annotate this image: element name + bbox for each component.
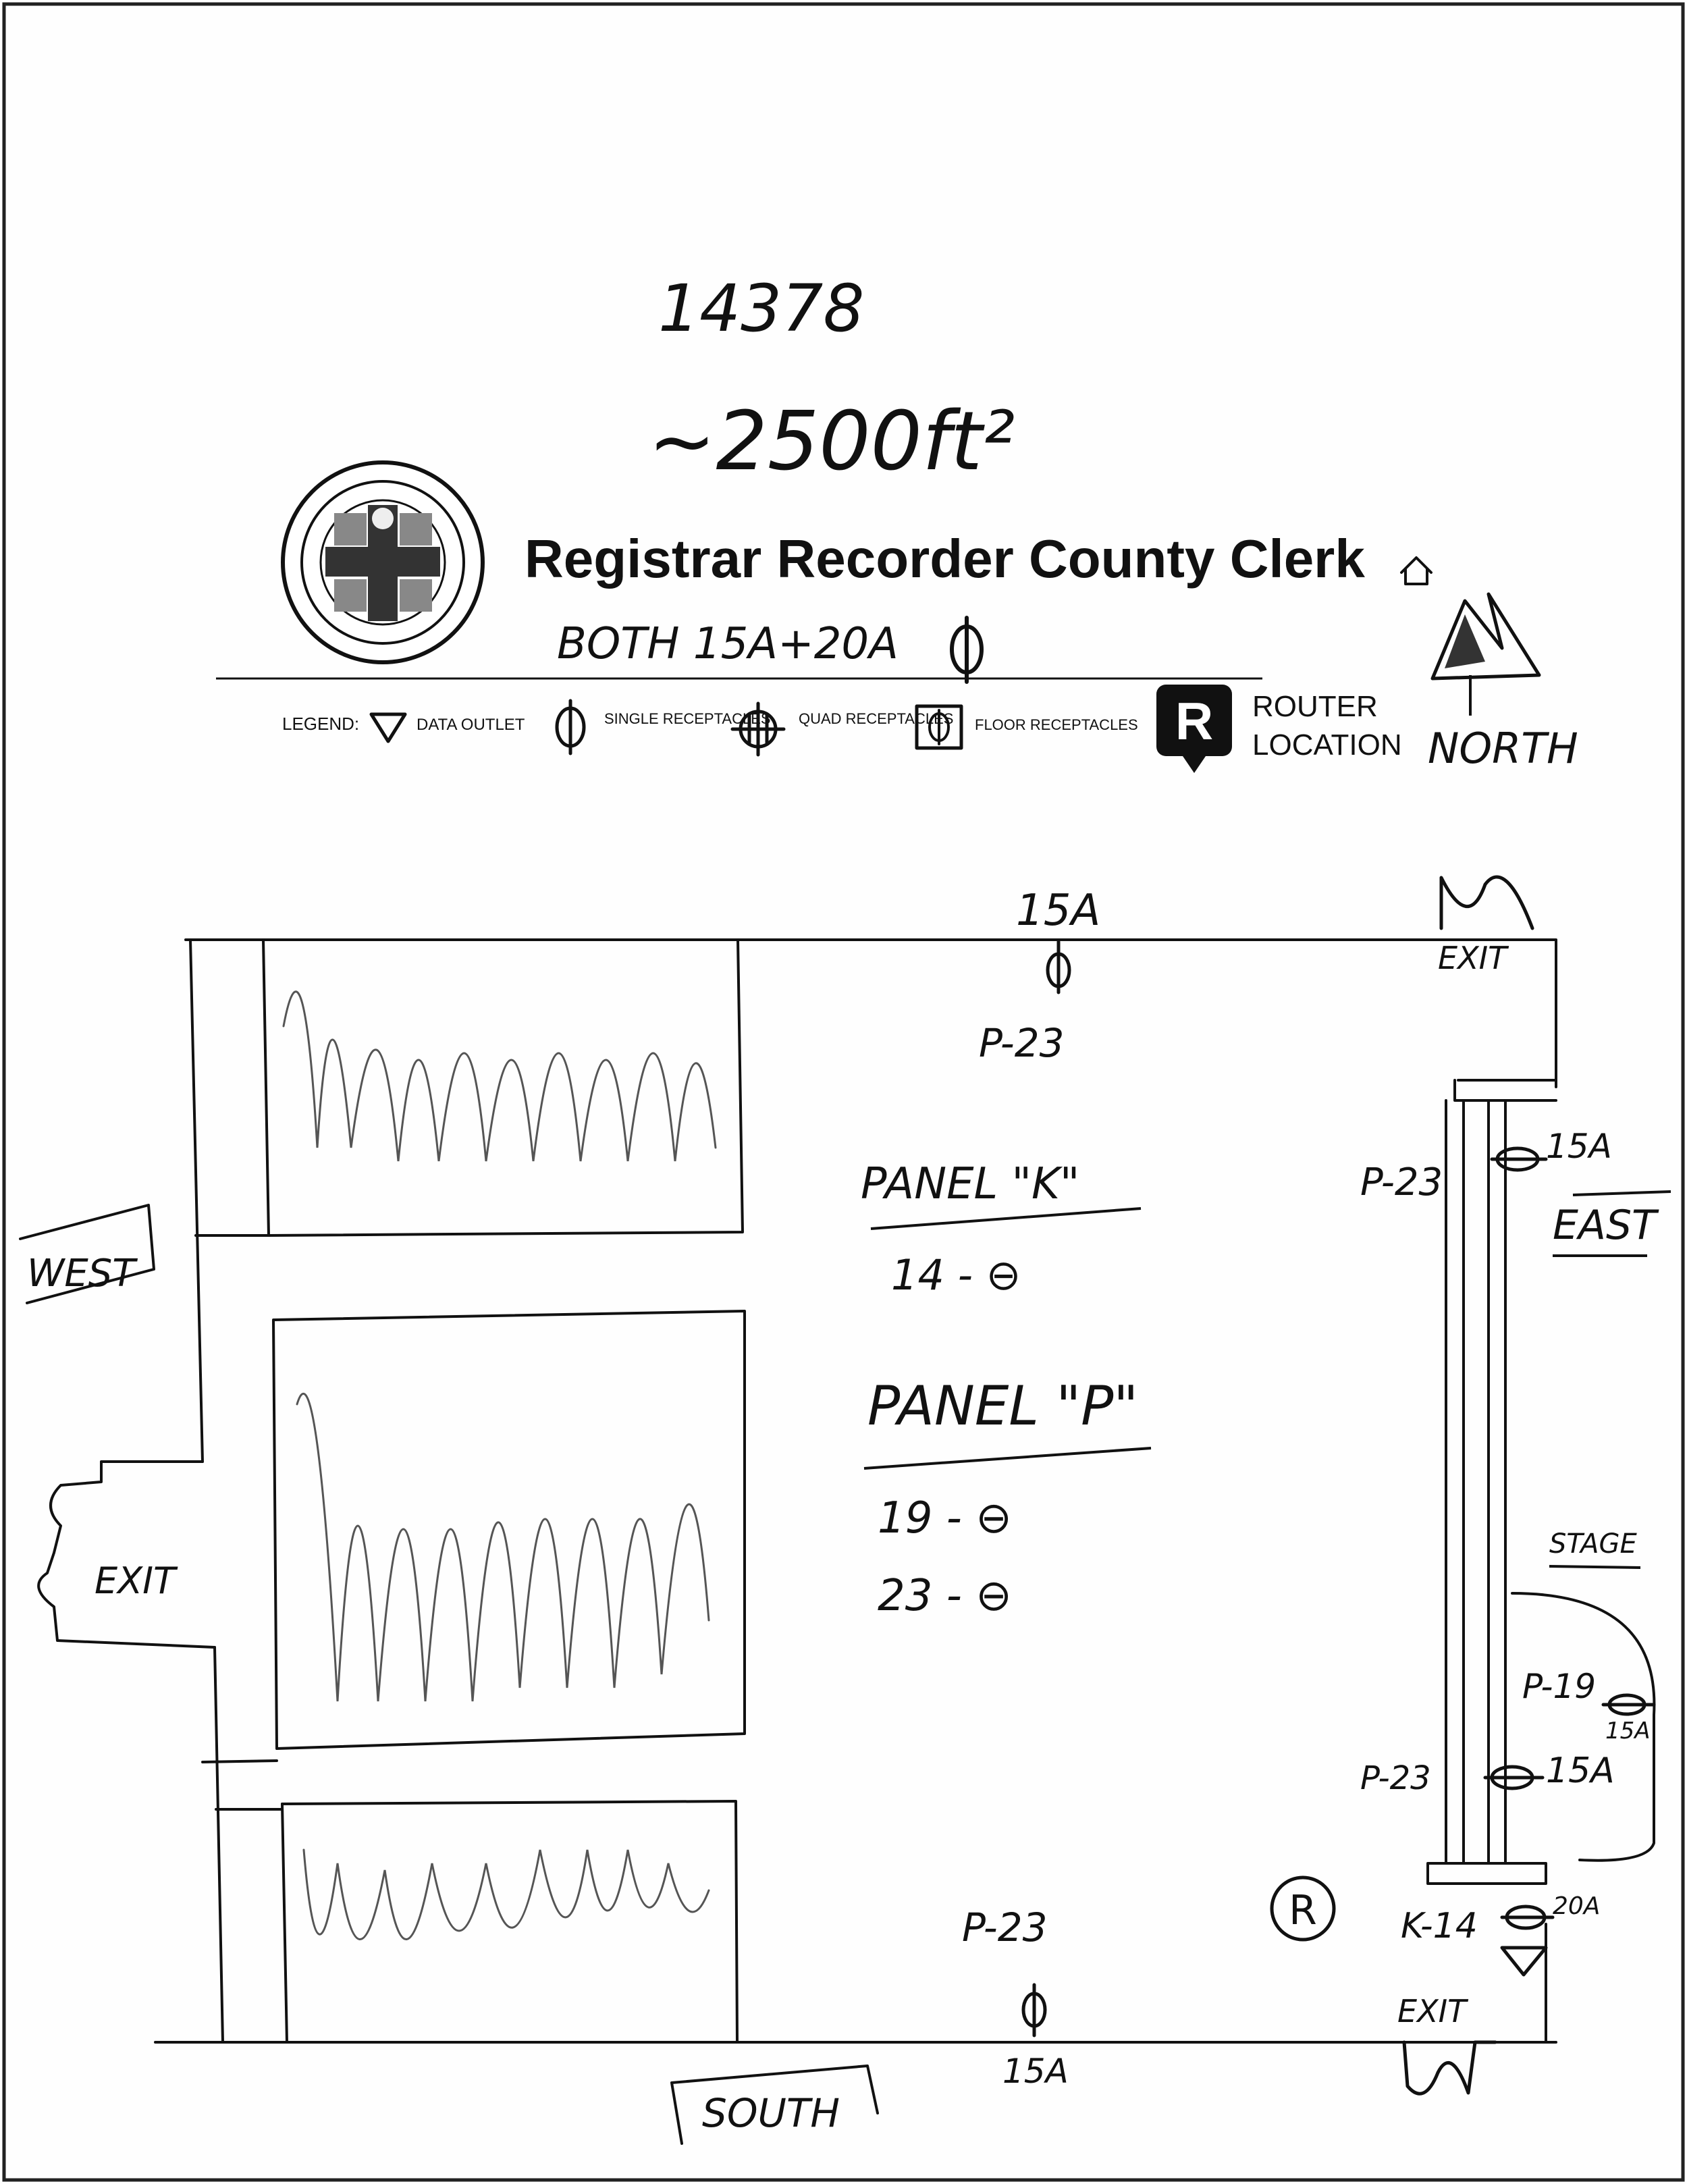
east-corridor bbox=[1426, 1079, 1656, 1885]
panel-k-note: PANEL "K" 14 - ⊖ bbox=[861, 1159, 1142, 1300]
east-upper-amp-label: 15A bbox=[1546, 1127, 1612, 1166]
router-badge-icon: R bbox=[1156, 685, 1232, 773]
bottom-circuit-label: P-23 bbox=[962, 1905, 1048, 1950]
single-receptacle-mark bbox=[950, 616, 984, 684]
ne-exit-label: EXIT bbox=[1438, 940, 1509, 976]
south-label: SOUTH bbox=[702, 2090, 840, 2136]
east-lower1-circuit-label: P-19 bbox=[1522, 1667, 1596, 1706]
north-arrow-icon bbox=[1430, 592, 1541, 716]
south-label-box bbox=[670, 2065, 879, 2145]
legend-label: LEGEND: bbox=[282, 714, 359, 734]
outlet-15a-icon bbox=[1483, 1765, 1545, 1790]
router-label-line1: ROUTER bbox=[1252, 690, 1378, 723]
west-label-box bbox=[19, 1204, 155, 1304]
seating-block-south bbox=[215, 1800, 739, 2044]
panel-p-circuit: 23 - ⊖ bbox=[878, 1571, 1012, 1621]
router-badge-text: R bbox=[1175, 691, 1213, 751]
seating-block-middle bbox=[201, 1310, 746, 1763]
single-receptacle-icon bbox=[555, 699, 586, 755]
west-exit-label: EXIT bbox=[95, 1560, 178, 1602]
top-circuit-label: P-23 bbox=[979, 1020, 1065, 1066]
outlet-15a-icon bbox=[1601, 1693, 1656, 1716]
panel-p-circuit: 19 - ⊖ bbox=[878, 1493, 1012, 1543]
outlet-15a-icon bbox=[1490, 1146, 1548, 1172]
west-wall bbox=[189, 938, 224, 2044]
outlet-20a-icon bbox=[1500, 1905, 1555, 1930]
floor-plan: EXIT WEST EXIT P-23 15A EAST STAGE P-19 … bbox=[19, 875, 1671, 2145]
east-lower1-amp-label: 15A bbox=[1605, 1717, 1651, 1744]
panel-k-title: PANEL "K" bbox=[861, 1159, 1079, 1209]
legend-item-label: QUAD RECEPTACLES bbox=[799, 710, 953, 727]
quad-receptacle-icon bbox=[730, 701, 786, 757]
router-location-mark: R bbox=[1270, 1875, 1336, 1942]
router-label-line2: LOCATION bbox=[1252, 728, 1402, 762]
county-seal-logo bbox=[281, 460, 485, 664]
panel-k-circuit: 14 - ⊖ bbox=[891, 1250, 1021, 1300]
se-exit-label: EXIT bbox=[1397, 1993, 1469, 2029]
west-label: WEST bbox=[27, 1252, 138, 1296]
east-upper-circuit-label: P-23 bbox=[1360, 1161, 1443, 1204]
panel-p-title: PANEL "P" bbox=[867, 1375, 1138, 1437]
legend-item-floor-receptacle: FLOOR RECEPTACLES bbox=[915, 704, 1138, 750]
triangle-down-icon bbox=[369, 712, 407, 743]
bottom-amp-label: 15A bbox=[1002, 2052, 1069, 2091]
handwritten-area: ~2500ft² bbox=[648, 395, 1015, 489]
org-title: Registrar Recorder County Clerk bbox=[525, 529, 1365, 589]
east-label: EAST bbox=[1553, 1202, 1659, 1249]
legend-item-label: DATA OUTLET bbox=[417, 716, 525, 734]
panel-k-underline bbox=[870, 1207, 1142, 1230]
north-wall bbox=[184, 938, 1557, 1088]
east-lower2-circuit-label: P-23 bbox=[1360, 1759, 1431, 1797]
handwritten-number: 14378 bbox=[658, 271, 864, 346]
legend-item-single-receptacle: SINGLE RECEPTACLES bbox=[555, 699, 771, 755]
legend-item-quad-receptacle: QUAD RECEPTACLES bbox=[730, 701, 953, 757]
floor-receptacle-icon bbox=[915, 704, 963, 750]
west-exit-alcove bbox=[37, 1460, 216, 1649]
north-label: NORTH bbox=[1428, 724, 1578, 773]
panel-p-underline bbox=[863, 1447, 1152, 1470]
ne-exit-door-icon bbox=[1439, 875, 1534, 930]
handwritten-breaker-note: BOTH 15A+20A bbox=[557, 619, 899, 669]
east-wall-stub bbox=[1572, 1190, 1671, 1196]
legend-router-location: R ROUTER LOCATION bbox=[1156, 685, 1402, 773]
stage-underline bbox=[1549, 1565, 1641, 1569]
single-receptacle-icon bbox=[1046, 940, 1071, 994]
east-lower2-amp-label: 15A bbox=[1546, 1751, 1615, 1791]
data-outlet-icon bbox=[1500, 1946, 1548, 1977]
single-receptacle-icon bbox=[1021, 1983, 1047, 2037]
legend-item-label: FLOOR RECEPTACLES bbox=[975, 716, 1138, 733]
top-amp-label: 15A bbox=[1016, 886, 1100, 936]
home-icon bbox=[1400, 556, 1432, 585]
seating-block-north bbox=[194, 938, 744, 1237]
router-mark-letter: R bbox=[1289, 1887, 1317, 1934]
router-amp-label: 20A bbox=[1553, 1892, 1600, 1920]
se-exit-door-icon bbox=[1402, 2040, 1497, 2096]
stage-label: STAGE bbox=[1549, 1528, 1638, 1560]
legend-item-data-outlet: DATA OUTLET bbox=[369, 712, 525, 743]
router-circuit-label: K-14 bbox=[1401, 1906, 1478, 1946]
panel-p-note: PANEL "P" 19 - ⊖ 23 - ⊖ bbox=[863, 1375, 1152, 1621]
